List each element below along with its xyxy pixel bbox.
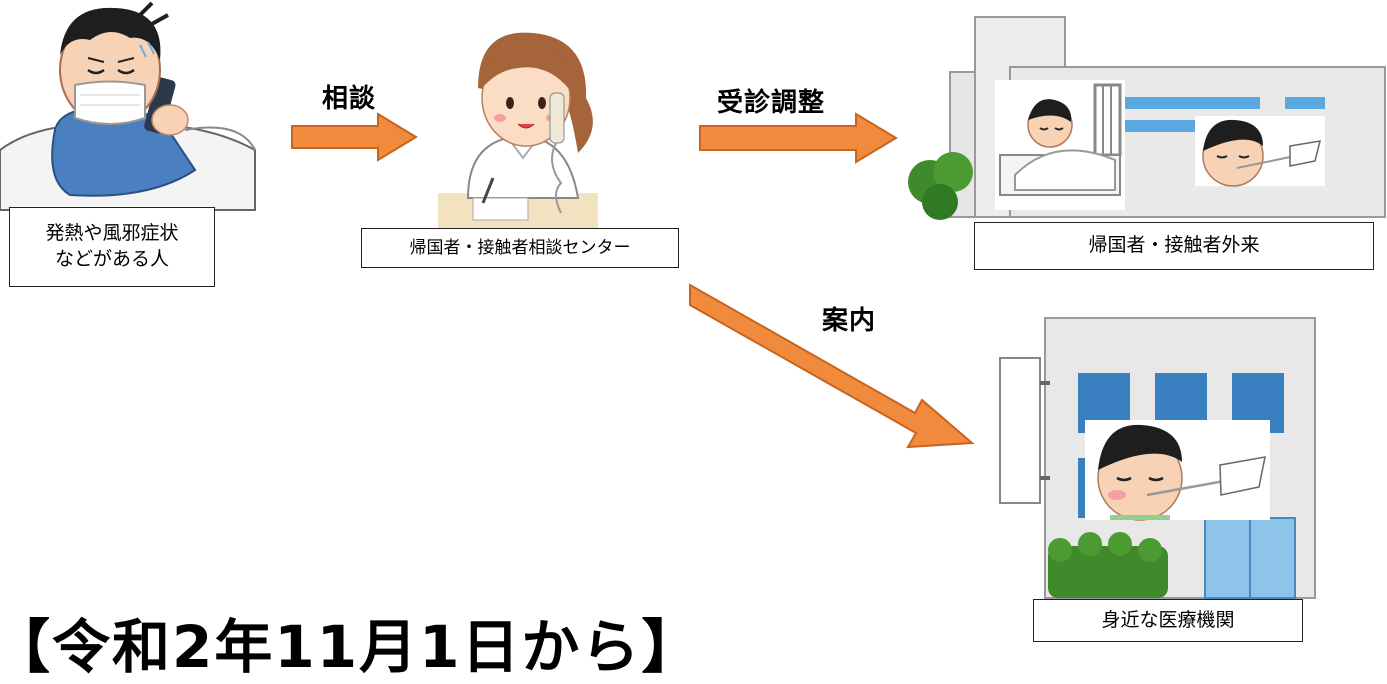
patient-label-line2: などがある人 xyxy=(54,248,169,270)
clinic-label: 身近な医療機関 xyxy=(1033,599,1303,642)
arrow-arrange xyxy=(699,112,898,164)
center-label: 帰国者・接触者相談センター xyxy=(361,228,679,268)
nasal-swab-illustration xyxy=(1195,116,1325,187)
outpatient-label: 帰国者・接触者外来 xyxy=(974,222,1374,270)
date-heading: 【令和2年11月1日から】 xyxy=(0,613,702,681)
patient-label-line1: 発熱や風邪症状 xyxy=(45,222,179,245)
step-consult-label: 相談 xyxy=(322,84,377,114)
bed-patient-illustration xyxy=(995,80,1125,210)
arrow-guide xyxy=(689,283,975,449)
sick-person-illustration xyxy=(0,1,256,211)
patient-label: 発熱や風邪症状 などがある人 xyxy=(9,207,215,287)
arrow-consult xyxy=(291,112,418,162)
step-guide-label: 案内 xyxy=(822,306,877,336)
operator-illustration xyxy=(438,32,598,228)
step-arrange-label: 受診調整 xyxy=(717,88,826,118)
clinic-swab-illustration xyxy=(1085,420,1270,521)
